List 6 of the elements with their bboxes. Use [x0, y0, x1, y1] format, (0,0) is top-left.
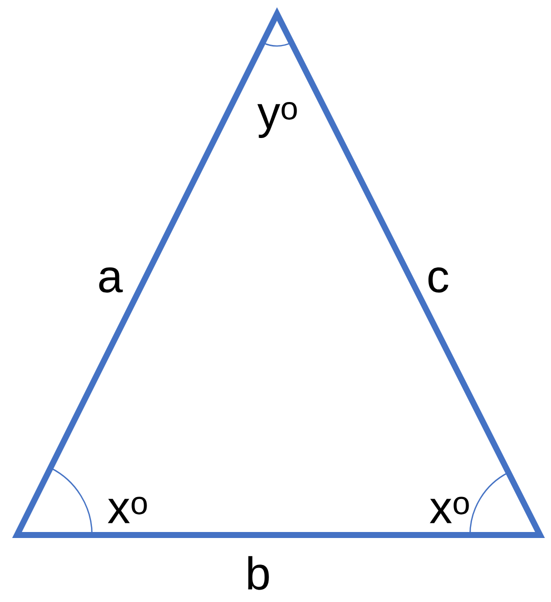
side-label: a — [99, 267, 123, 293]
side-label: b — [248, 556, 269, 590]
angle-label: x$^{o}$ — [108, 496, 147, 524]
angle-label: x$^{o}$ — [430, 496, 469, 524]
side-label: c — [428, 267, 448, 293]
angle-label: y$^{o}$ — [257, 102, 297, 138]
